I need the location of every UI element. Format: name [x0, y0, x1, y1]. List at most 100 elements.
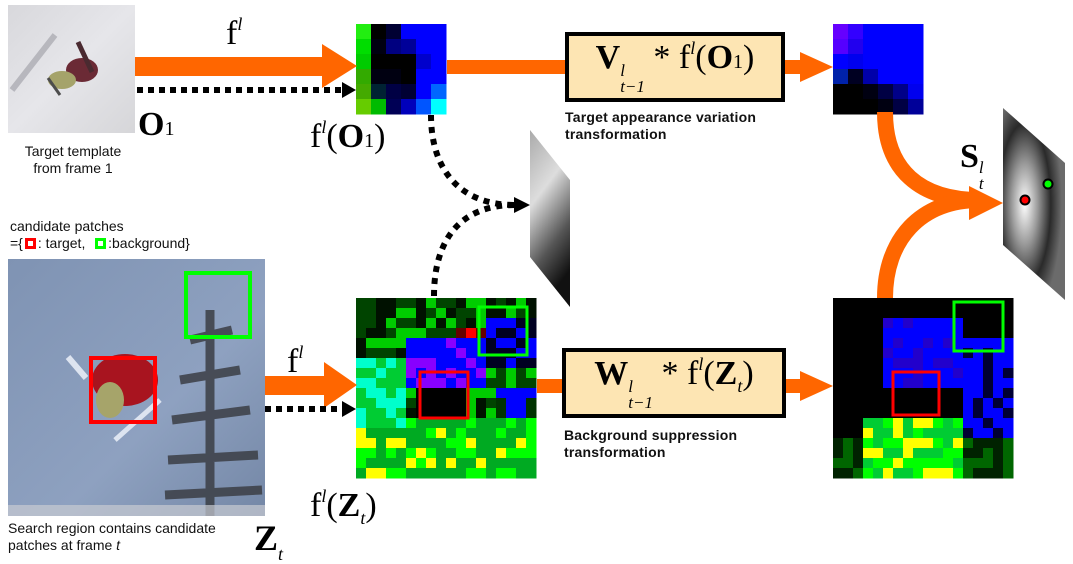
- feature-cell: [848, 99, 864, 115]
- feature-cell: [486, 358, 497, 369]
- feature-cell: [923, 428, 934, 439]
- feature-cell: [878, 39, 894, 55]
- feature-cell: [923, 328, 934, 339]
- feature-cell: [848, 24, 864, 40]
- feature-cell: [903, 428, 914, 439]
- feature-cell: [843, 408, 854, 419]
- feature-cell: [943, 298, 954, 309]
- feature-cell: [953, 388, 964, 399]
- feature-cell: [903, 318, 914, 329]
- feature-cell: [913, 378, 924, 389]
- label-sup: l: [321, 117, 327, 137]
- formula-op: W: [594, 355, 629, 392]
- feature-cell: [466, 298, 477, 309]
- feature-cell: [376, 398, 387, 409]
- template-caption-line2: from frame 1: [33, 160, 113, 176]
- feature-cell: [923, 348, 934, 359]
- legend-prefix: ={: [10, 235, 23, 251]
- feature-cell: [386, 388, 397, 399]
- feature-cell: [516, 428, 527, 439]
- feature-cell: [903, 298, 914, 309]
- feature-cell: [376, 408, 387, 419]
- feature-cell: [401, 24, 417, 40]
- feature-cell: [396, 338, 407, 349]
- feature-cell: [883, 368, 894, 379]
- feature-cell: [496, 358, 507, 369]
- feature-cell: [963, 328, 974, 339]
- feature-cell: [1003, 448, 1014, 459]
- feature-cell: [933, 318, 944, 329]
- feature-cell: [446, 448, 457, 459]
- feature-cell: [853, 418, 864, 429]
- appearance-caption-line1: Target appearance variation: [565, 109, 757, 125]
- feature-cell: [446, 328, 457, 339]
- feature-cell: [843, 378, 854, 389]
- feature-cell: [853, 438, 864, 449]
- feature-cell: [396, 388, 407, 399]
- feature-cell: [426, 358, 437, 369]
- feature-cell: [396, 328, 407, 339]
- feature-cell: [446, 458, 457, 469]
- feature-cell: [883, 328, 894, 339]
- background-patch-box: [184, 271, 252, 339]
- feature-cell: [873, 468, 884, 479]
- feature-cell: [913, 338, 924, 349]
- feature-cell: [431, 99, 447, 115]
- feature-cell: [526, 328, 537, 339]
- feature-cell: [853, 468, 864, 479]
- background-caption-line1: Background suppression: [564, 427, 738, 443]
- feature-cell: [486, 348, 497, 359]
- formula-op-sup: l: [620, 61, 625, 80]
- feature-cell: [863, 428, 874, 439]
- feature-cell: [943, 378, 954, 389]
- feature-cell: [883, 348, 894, 359]
- feature-cell: [973, 398, 984, 409]
- feature-cell: [1003, 298, 1014, 309]
- feature-cell: [833, 318, 844, 329]
- feature-cell: [843, 388, 854, 399]
- feature-cell: [376, 378, 387, 389]
- feature-cell: [953, 348, 964, 359]
- feature-cell: [416, 39, 432, 55]
- feature-cell: [953, 418, 964, 429]
- feature-cell: [903, 458, 914, 469]
- feature-cell: [416, 24, 432, 40]
- feature-cell: [496, 308, 507, 319]
- feature-cell: [893, 418, 904, 429]
- feature-cell: [983, 378, 994, 389]
- feature-cell: [436, 448, 447, 459]
- appearance-caption-line2: transformation: [565, 126, 667, 142]
- search-feature-label: fl(Zt): [310, 487, 377, 527]
- label-open: (: [326, 118, 338, 155]
- feature-cell: [506, 308, 517, 319]
- feature-cell: [943, 408, 954, 419]
- feature-cell: [376, 338, 387, 349]
- feature-cell: [376, 458, 387, 469]
- feature-cell: [973, 378, 984, 389]
- feature-cell: [843, 398, 854, 409]
- feature-cell: [863, 358, 874, 369]
- feature-cell: [426, 318, 437, 329]
- formula-arg-sub: t: [737, 376, 743, 396]
- feature-cell: [406, 358, 417, 369]
- feature-cell: [853, 348, 864, 359]
- feature-cell: [386, 418, 397, 429]
- feature-cell: [973, 308, 984, 319]
- template-to-transform-connector: [447, 60, 567, 74]
- dotted-arrow-top: [137, 82, 356, 98]
- feature-cell: [833, 468, 844, 479]
- feature-cell: [396, 468, 407, 479]
- feature-cell: [1003, 328, 1014, 339]
- feature-cell: [983, 458, 994, 469]
- feature-cell: [873, 408, 884, 419]
- feature-cell: [426, 388, 437, 399]
- feature-cell: [406, 408, 417, 419]
- feature-cell: [903, 378, 914, 389]
- feature-cell: [376, 318, 387, 329]
- feature-cell: [893, 99, 909, 115]
- feature-cell: [456, 318, 467, 329]
- feature-cell: [366, 358, 377, 369]
- feature-cell: [853, 448, 864, 459]
- feature-op-label-top: fl: [226, 15, 242, 51]
